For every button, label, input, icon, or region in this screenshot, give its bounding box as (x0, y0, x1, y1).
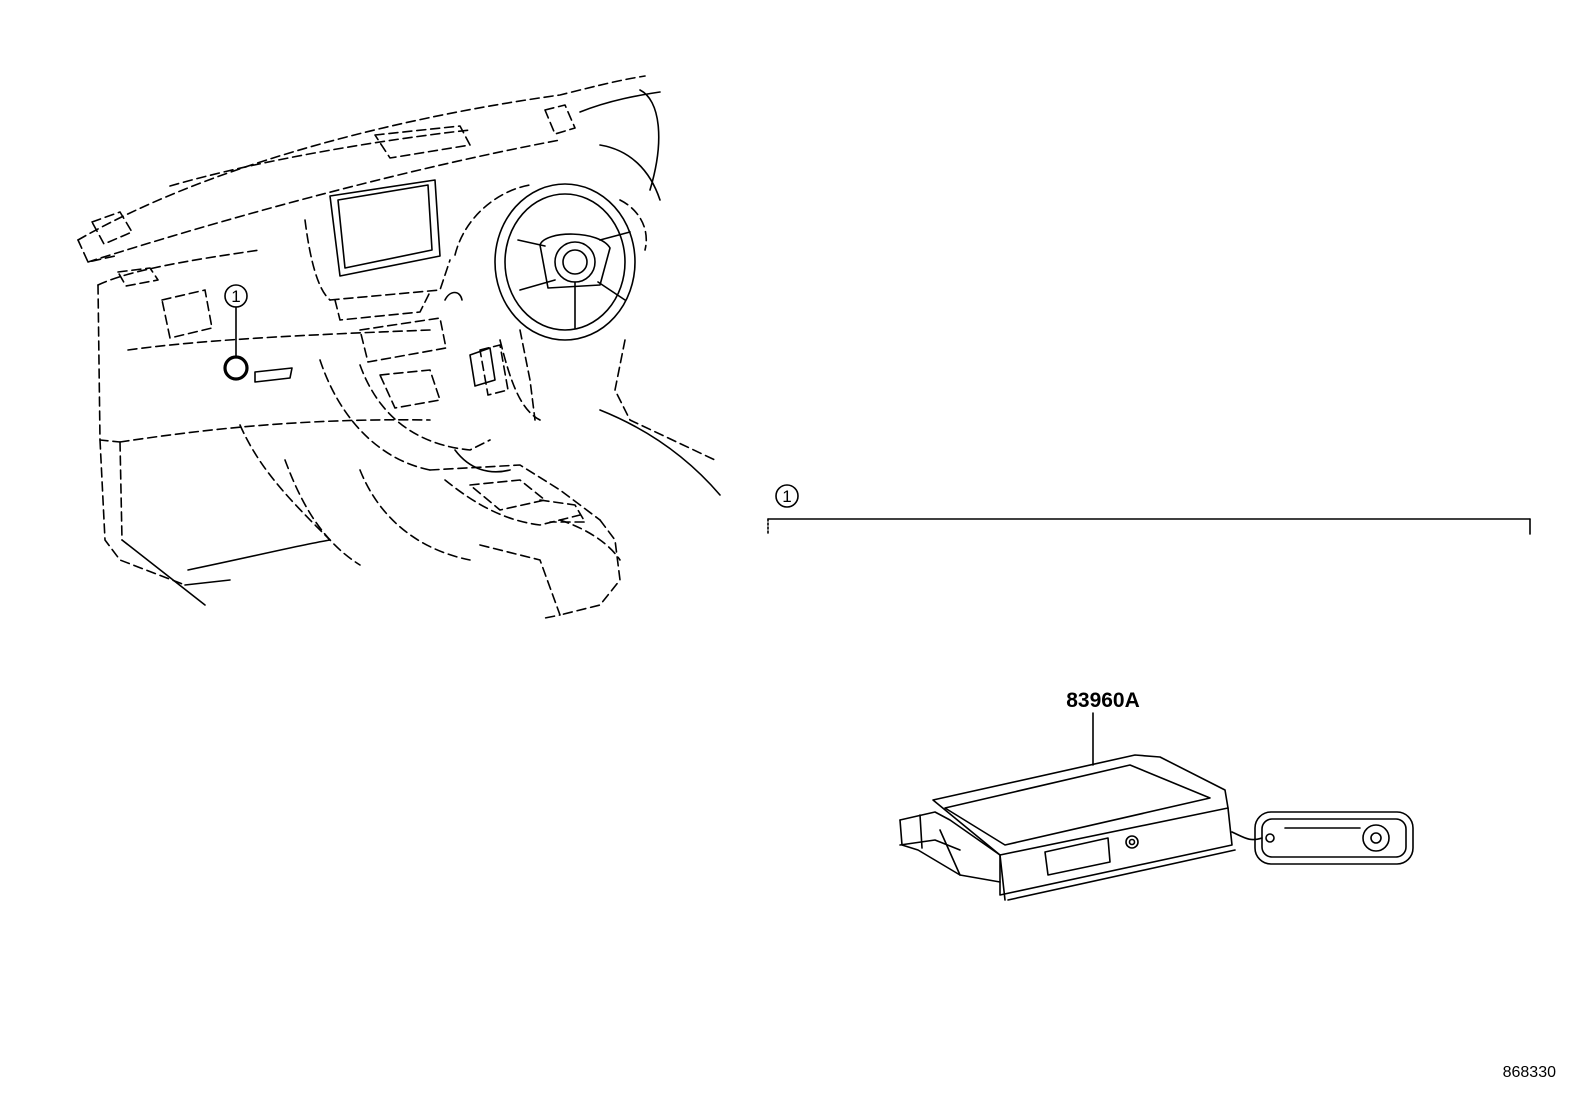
part-number-label: 83960A (1066, 689, 1140, 712)
part-location-marker (223, 355, 249, 381)
part-83960a-illustration: 83960A (899, 689, 1414, 901)
callout-marker-dashboard: 1 (223, 284, 293, 383)
callout-number-bracket: 1 (782, 487, 791, 506)
figure-number: 868330 (1503, 1064, 1556, 1081)
callout-number-dashboard: 1 (231, 287, 240, 306)
dashboard-illustration (77, 75, 721, 619)
callout-bracket: 1 (767, 484, 1531, 535)
